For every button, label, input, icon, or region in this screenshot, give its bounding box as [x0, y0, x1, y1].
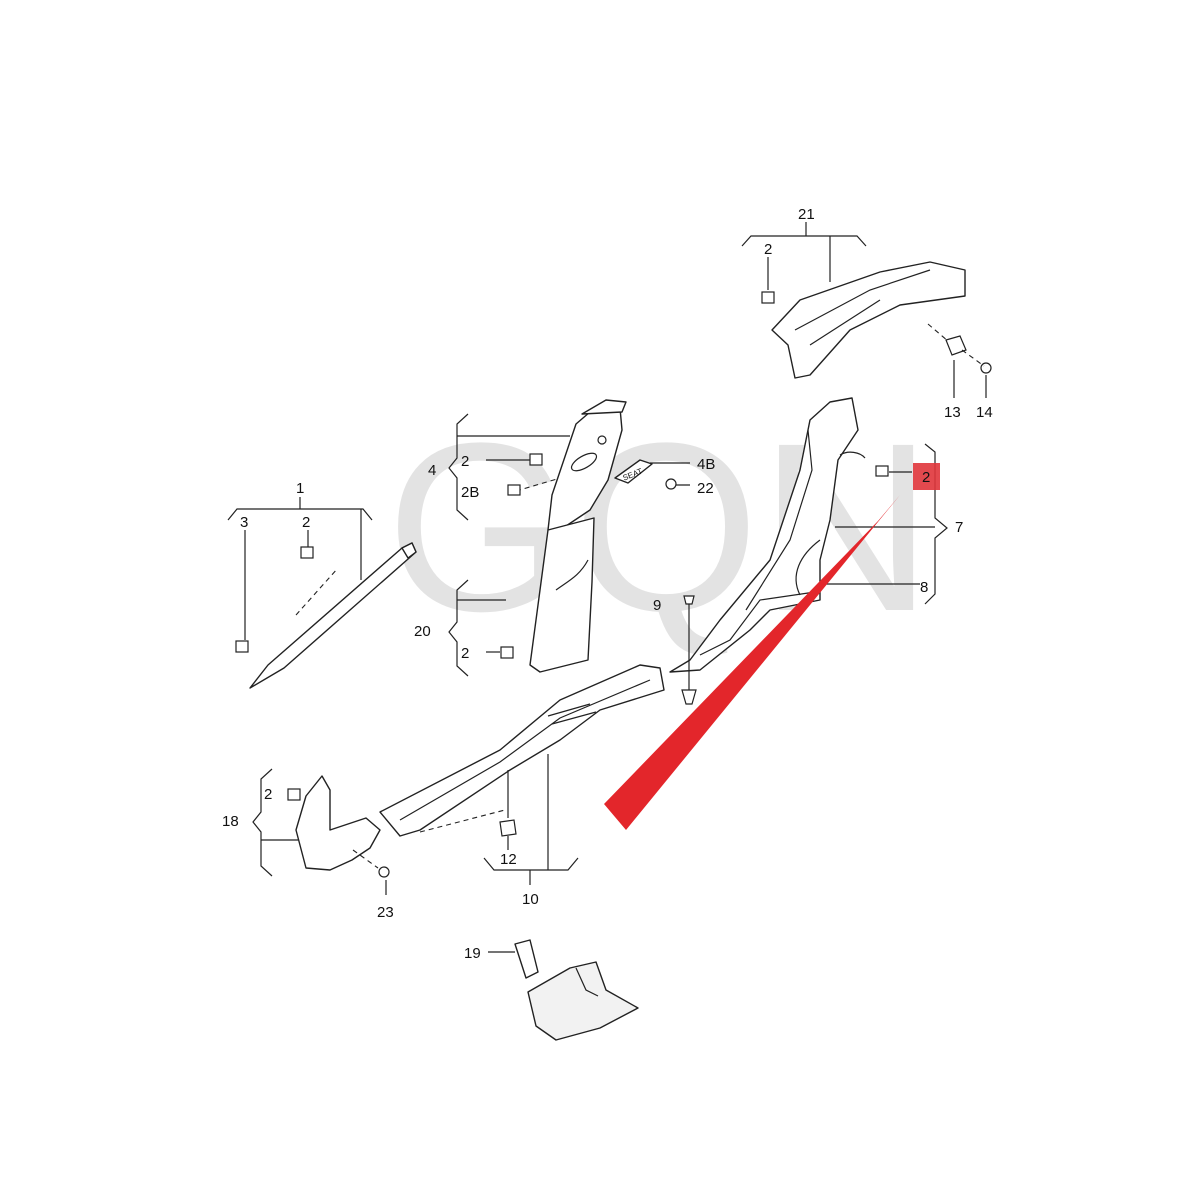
label-18: 18 — [222, 813, 239, 830]
screw-icon — [683, 595, 695, 605]
label-14: 14 — [976, 404, 993, 421]
group-21-upper-rear-trim: 21 2 13 14 — [741, 206, 993, 421]
group-4-upper-b-pillar: SEAT 4 2 2B 4B 22 — [428, 399, 715, 531]
label-7: 7 — [955, 519, 963, 536]
group-7-c-pillar-lower-trim: 2 7 8 — [669, 397, 963, 673]
bracket-20 — [448, 579, 469, 677]
label-4B: 4B — [697, 456, 715, 473]
screw-icon — [980, 362, 992, 374]
bracket-21 — [741, 235, 867, 247]
rear-quarter-upper-trim-part — [771, 261, 966, 379]
clip-icon — [287, 788, 301, 801]
label-1: 1 — [296, 480, 304, 497]
group-18-footwell-trim: 18 2 23 — [222, 768, 394, 921]
bracket-10 — [483, 857, 579, 871]
label-10: 10 — [522, 891, 539, 908]
footrest-pad-part — [527, 961, 639, 1041]
bracket-1 — [227, 508, 373, 521]
label-8: 8 — [920, 579, 928, 596]
group-20-lower-b-pillar: 20 2 — [414, 517, 595, 677]
label-21: 21 — [798, 206, 815, 223]
clip-icon — [507, 484, 521, 496]
clip-icon — [875, 465, 889, 477]
highlight-box — [913, 463, 940, 490]
sill-trim-part — [379, 664, 665, 837]
clip-icon — [529, 453, 543, 466]
label-12: 12 — [500, 851, 517, 868]
screw-icon — [665, 478, 677, 490]
label-19: 19 — [464, 945, 481, 962]
bracket-19-part — [514, 939, 539, 979]
clip-icon — [500, 646, 514, 659]
label-3: 3 — [240, 514, 248, 531]
label-2: 2 — [764, 241, 772, 258]
group-10-sill-trim: 12 10 — [379, 664, 665, 908]
label-2: 2 — [461, 645, 469, 662]
label-2: 2 — [302, 514, 310, 531]
label-2-highlighted: 2 — [922, 469, 930, 486]
clip-icon — [761, 291, 775, 304]
bracket-7 — [924, 443, 948, 605]
screw-icon — [378, 866, 390, 878]
group-1-a-pillar-trim: 1 2 3 — [227, 480, 417, 689]
label-13: 13 — [944, 404, 961, 421]
label-22: 22 — [697, 480, 714, 497]
bracket-18 — [252, 768, 273, 877]
label-20: 20 — [414, 623, 431, 640]
lower-b-pillar-trim-part — [529, 517, 595, 673]
clip-icon — [300, 546, 314, 559]
label-9: 9 — [653, 597, 661, 614]
footwell-trim-part — [295, 775, 381, 871]
red-pointer-arrow — [604, 495, 900, 830]
retainer-icon — [945, 335, 967, 356]
fasteners-9-11: 9 — [653, 595, 697, 705]
label-4: 4 — [428, 462, 436, 479]
clip-icon — [235, 640, 249, 653]
bracket-4 — [448, 413, 469, 521]
label-2: 2 — [264, 786, 272, 803]
label-23: 23 — [377, 904, 394, 921]
expansion-nut-icon — [681, 689, 697, 705]
label-2: 2 — [461, 453, 469, 470]
clip-nut-icon — [499, 819, 517, 837]
label-2B: 2B — [461, 484, 479, 501]
seat-badge-part — [614, 459, 653, 484]
c-pillar-lower-trim-part — [669, 397, 859, 673]
group-19-footrest: 19 — [464, 939, 639, 1041]
